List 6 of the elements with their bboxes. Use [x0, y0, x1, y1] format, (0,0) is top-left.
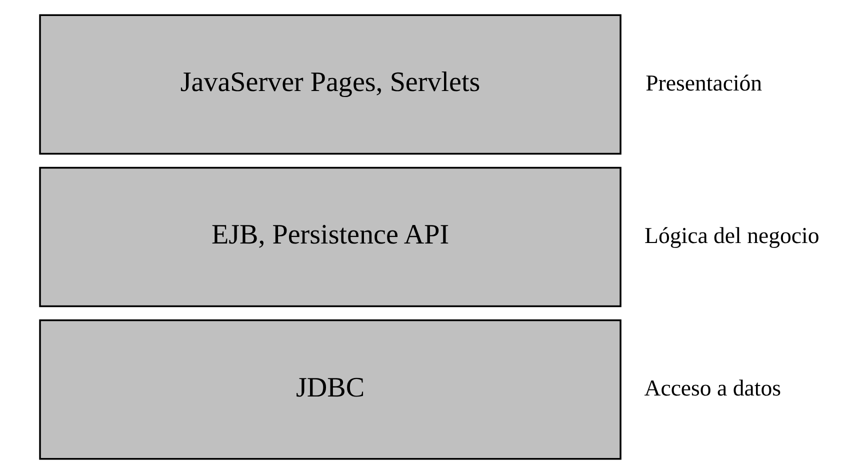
node-box: EJB, Persistence API — [38, 166, 621, 308]
node-label: Acceso a datos — [644, 376, 780, 401]
node-label: Presentación — [645, 70, 762, 96]
node-label: Lógica del negocio — [644, 222, 819, 248]
node-box: JavaServer Pages, Servlets — [38, 14, 621, 155]
node-box: JDBC — [38, 319, 621, 460]
